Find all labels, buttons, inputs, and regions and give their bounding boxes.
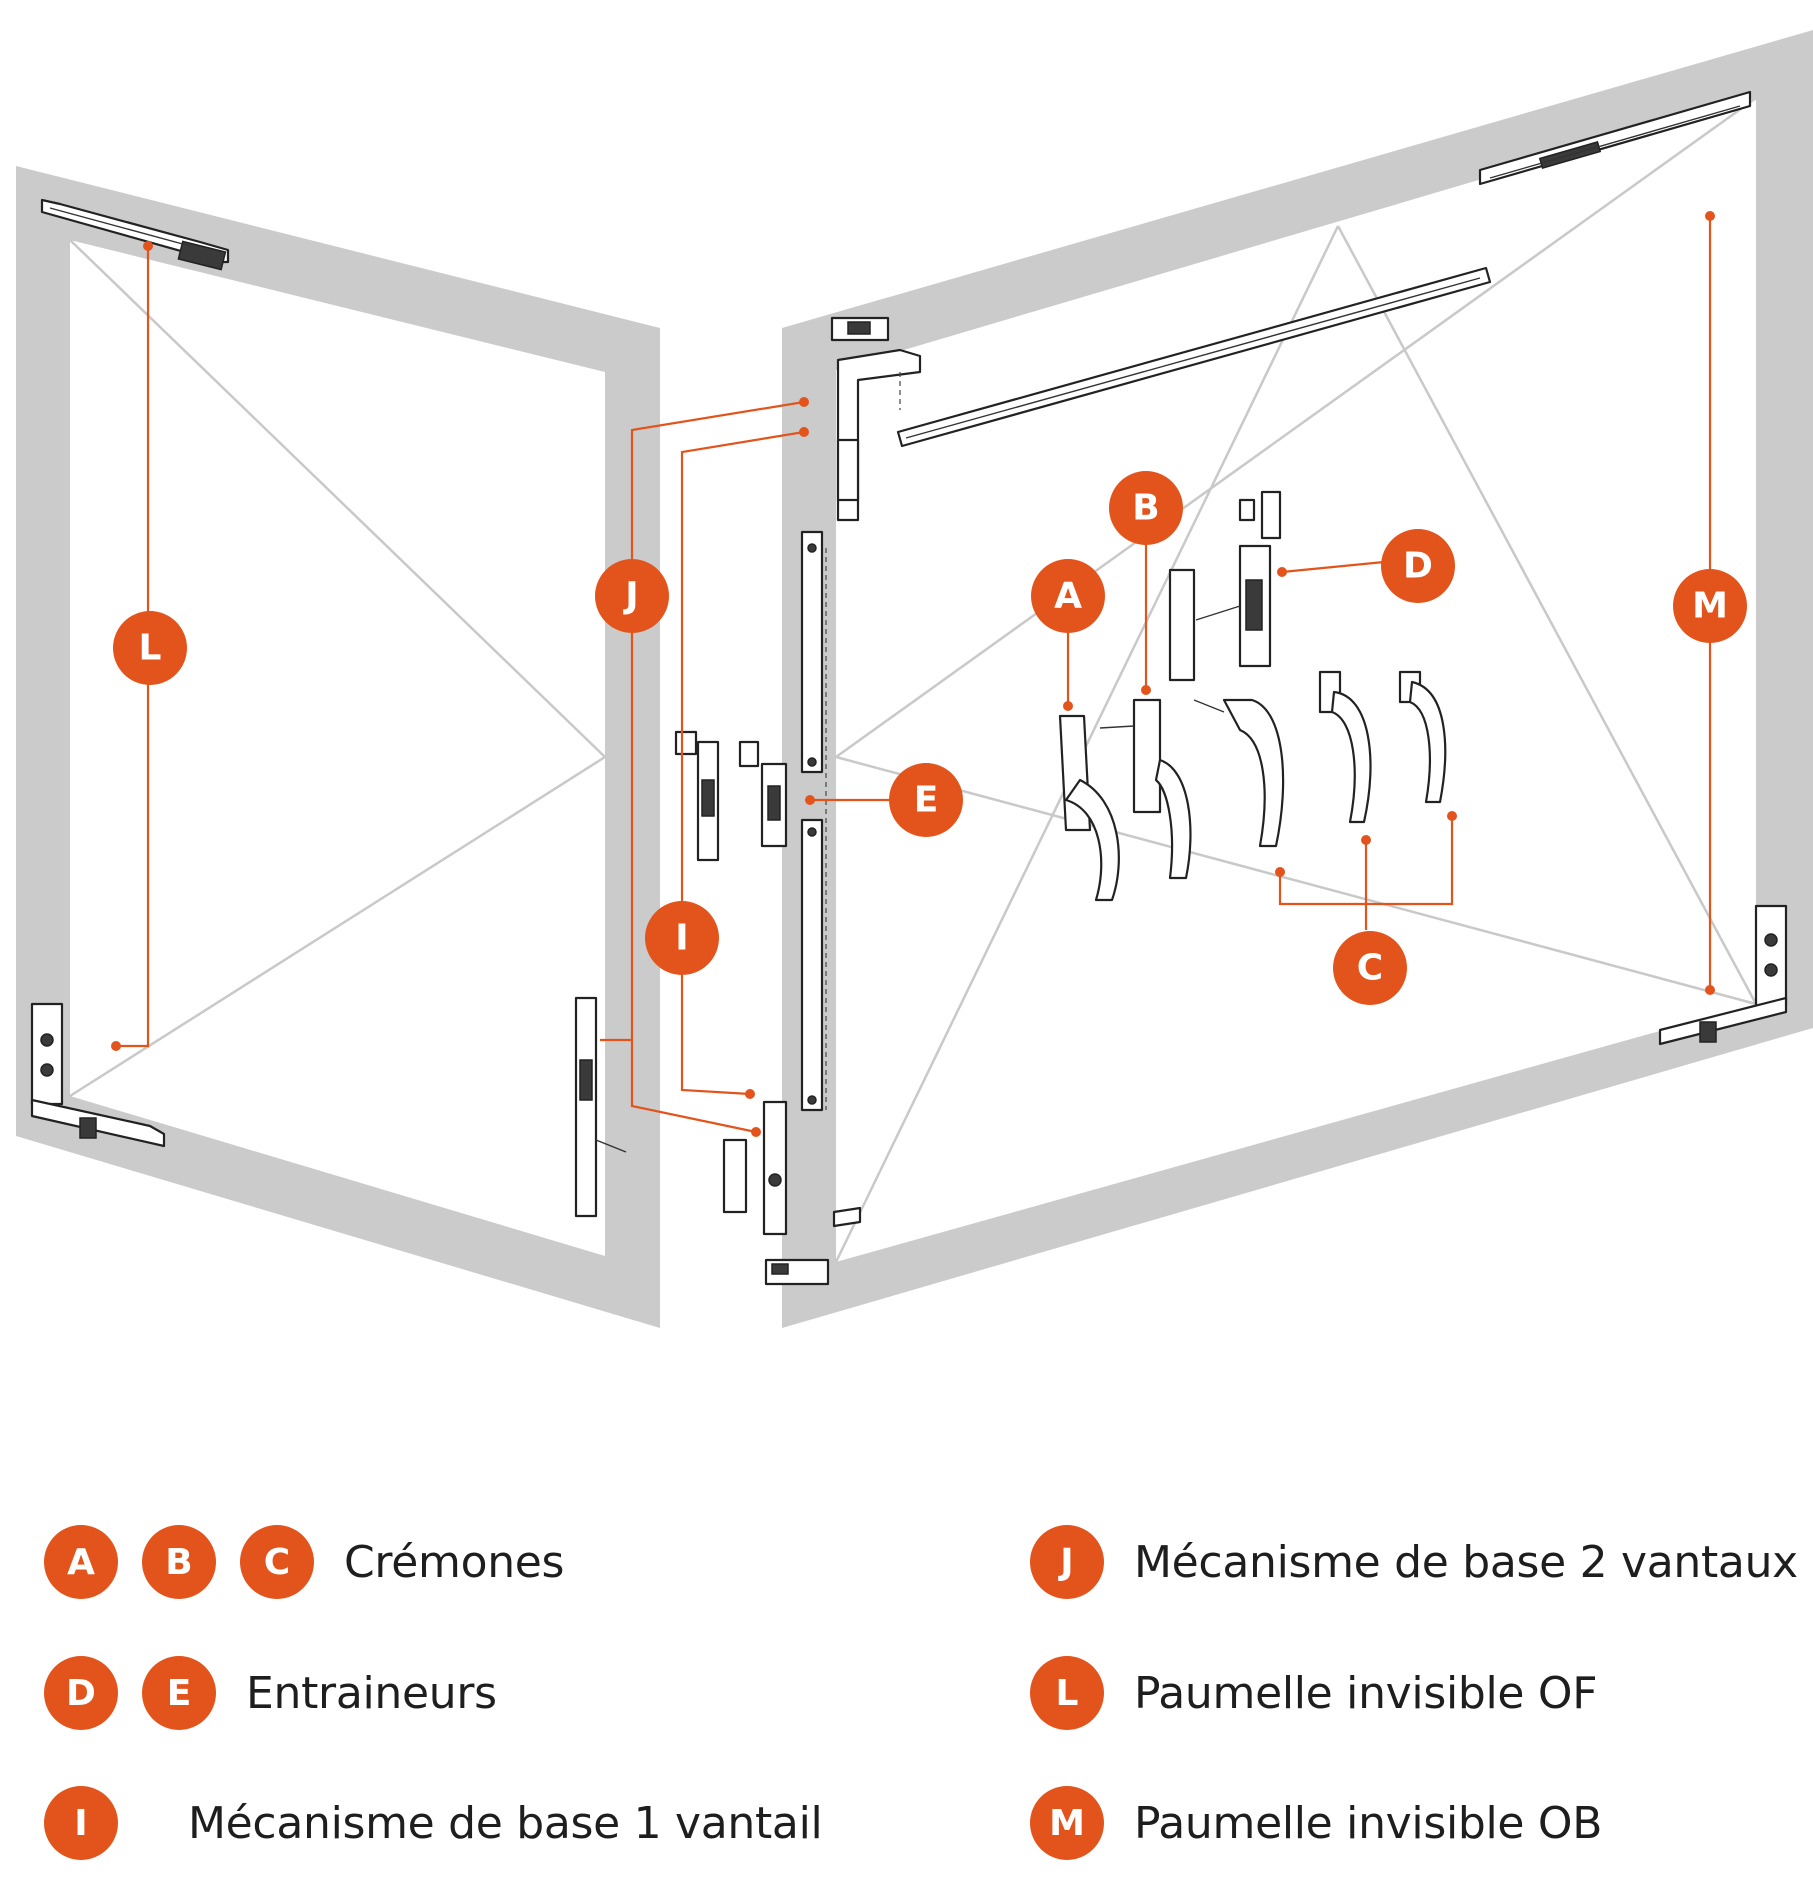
- callout-E: E: [889, 763, 963, 837]
- top-connecting-rod: [896, 266, 1492, 448]
- legend-paumelle-ob: M Paumelle invisible OB: [1030, 1785, 1602, 1861]
- legend-badge-l: L: [1030, 1656, 1104, 1730]
- hinge-top-left: [40, 198, 230, 271]
- legend-badge-d: D: [44, 1656, 118, 1730]
- svg-text:A: A: [1054, 576, 1082, 617]
- legend-badge-b: B: [142, 1525, 216, 1599]
- svg-text:M: M: [1692, 586, 1728, 627]
- callout-I: I: [645, 901, 719, 975]
- callout-B: B: [1109, 471, 1183, 545]
- callout-C: C: [1333, 931, 1407, 1005]
- callout-L: L: [113, 611, 187, 685]
- legend-cremones: A B C Crémones: [44, 1524, 564, 1600]
- svg-text:B: B: [1132, 488, 1159, 529]
- legend-label-entraineurs: Entraineurs: [246, 1667, 497, 1719]
- callout-M: M: [1673, 569, 1747, 643]
- callout-D: D: [1381, 529, 1455, 603]
- callout-A: A: [1031, 559, 1105, 633]
- legend-badge-m: M: [1030, 1786, 1104, 1860]
- svg-text:L: L: [139, 628, 162, 669]
- lower-mechanism: [574, 996, 862, 1286]
- legend-label-mecanisme-2: Mécanisme de base 2 vantaux: [1134, 1536, 1798, 1588]
- svg-text:C: C: [1357, 948, 1383, 989]
- right-sash-frame: [782, 30, 1813, 1328]
- legend-mecanisme-2: J Mécanisme de base 2 vantaux: [1030, 1524, 1798, 1600]
- legend-mecanisme-1: I Mécanisme de base 1 vantail: [44, 1785, 823, 1861]
- legend-label-paumelle-ob: Paumelle invisible OB: [1134, 1797, 1603, 1849]
- legend-label-cremones: Crémones: [344, 1536, 565, 1588]
- legend-badge-a: A: [44, 1525, 118, 1599]
- legend-label-paumelle-of: Paumelle invisible OF: [1134, 1667, 1598, 1719]
- left-sash-frame: [16, 166, 660, 1328]
- svg-text:J: J: [622, 576, 638, 617]
- espagnolette-rods: [800, 530, 827, 1112]
- strikers-middle: [674, 730, 788, 862]
- svg-text:E: E: [914, 780, 939, 821]
- svg-text:D: D: [1403, 546, 1433, 587]
- handles-exploded: [1058, 490, 1447, 902]
- hinge-top-right: [1478, 90, 1752, 186]
- legend-badge-c: C: [240, 1525, 314, 1599]
- svg-text:I: I: [675, 918, 688, 959]
- hinge-bottom-right: [1658, 904, 1788, 1046]
- legend-paumelle-of: L Paumelle invisible OF: [1030, 1655, 1598, 1731]
- legend-badge-i: I: [44, 1786, 118, 1860]
- legend-label-mecanisme-1: Mécanisme de base 1 vantail: [188, 1797, 823, 1849]
- callout-J: J: [595, 559, 669, 633]
- legend-entraineurs: D E Entraineurs: [44, 1655, 497, 1731]
- legend-badge-e: E: [142, 1656, 216, 1730]
- hinge-bottom-left: [30, 1002, 166, 1148]
- legend-badge-j: J: [1030, 1525, 1104, 1599]
- corner-drive-top: [830, 316, 922, 522]
